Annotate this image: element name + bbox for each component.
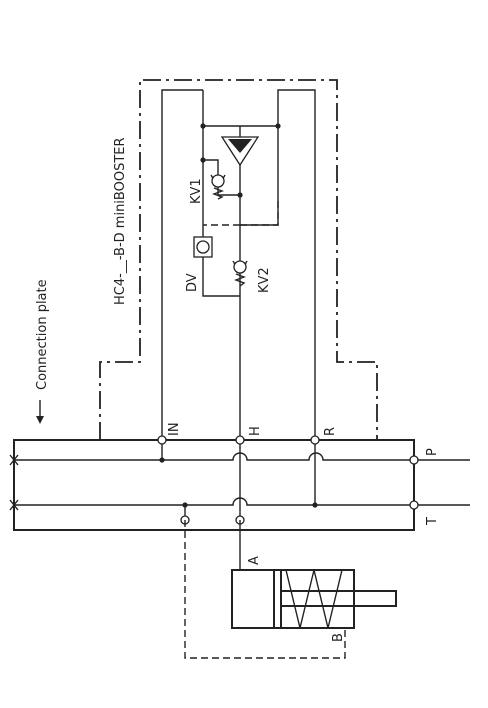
port-p-node — [409, 455, 419, 465]
booster-label: HC4-__-B-D miniBOOSTER — [113, 137, 128, 305]
kv1-check-valve-symbol — [210, 174, 226, 200]
pressure-intensifier-symbol — [220, 126, 260, 167]
port-t-label: T — [425, 517, 440, 526]
in-line — [161, 89, 203, 440]
dv-label: DV — [185, 273, 200, 292]
t-channel — [14, 497, 470, 506]
port-p-label: P — [425, 448, 440, 456]
port-r-label: R — [323, 427, 338, 436]
pilot-line — [203, 198, 279, 226]
port-r-node — [310, 435, 320, 445]
connection-plate-outline — [13, 439, 415, 531]
port-in-node — [157, 435, 167, 445]
port-h-node — [235, 435, 245, 445]
p-channel — [14, 452, 470, 461]
port-a-label: A — [247, 556, 262, 565]
connection-plate-label: Connection plate — [35, 279, 50, 390]
kv2-check-valve-symbol — [232, 260, 248, 287]
port-h-label: H — [248, 426, 263, 436]
port-t-node — [409, 500, 419, 510]
b-return-dashed-line — [184, 520, 346, 659]
port-in-label: IN — [167, 422, 182, 436]
hydraulic-cylinder-symbol — [231, 569, 397, 629]
booster-enclosure — [99, 79, 378, 440]
dv-valve-symbol — [193, 236, 213, 258]
kv1-label: KV1 — [189, 178, 204, 204]
kv2-label: KV2 — [257, 267, 272, 293]
port-b-label: B — [331, 633, 346, 642]
